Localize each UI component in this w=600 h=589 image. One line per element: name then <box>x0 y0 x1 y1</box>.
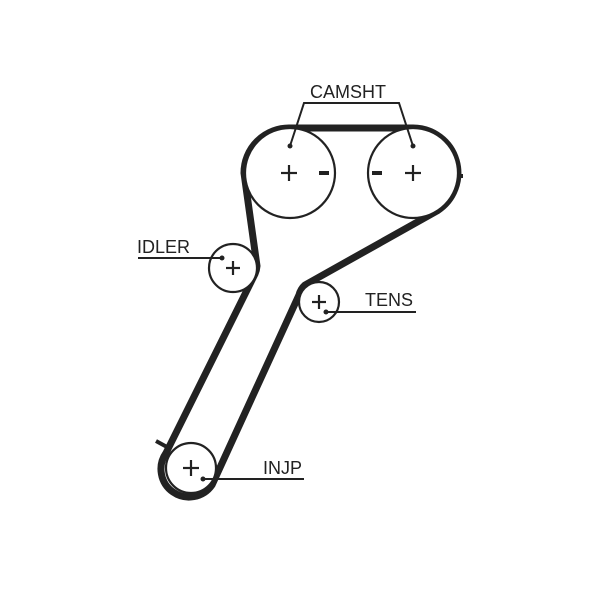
camshaft-leader <box>287 102 416 149</box>
injp-timing-mark <box>155 439 168 449</box>
idler-pulley <box>207 242 259 294</box>
tensioner-pulley <box>297 280 341 324</box>
tensioner-leader <box>323 309 416 315</box>
idler-label: IDLER <box>137 237 190 257</box>
idler-leader <box>138 255 225 261</box>
camshaft-pulley-right <box>366 126 460 220</box>
injection-pump-leader <box>200 476 304 482</box>
injection-pump-label: INJP <box>263 458 302 478</box>
camshaft-label: CAMSHT <box>310 82 386 102</box>
injection-pump-pulley <box>164 441 218 495</box>
tensioner-label: TENS <box>365 290 413 310</box>
camshaft-pulley-left <box>243 126 337 220</box>
